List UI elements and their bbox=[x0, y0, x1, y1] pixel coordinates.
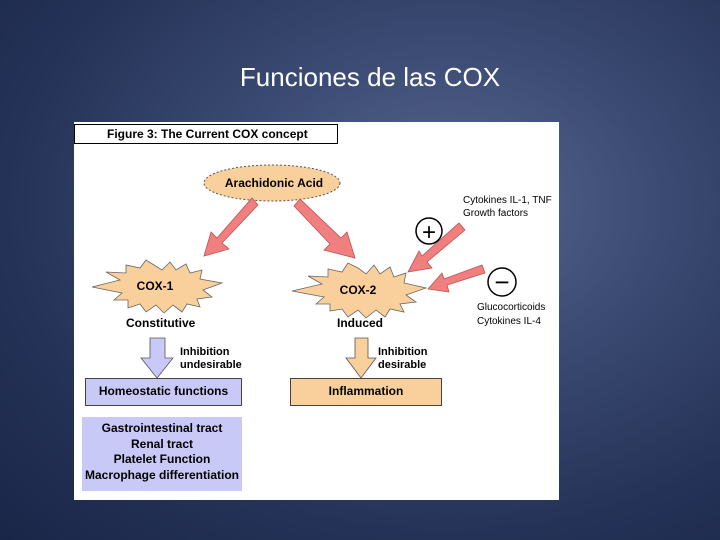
plus-circle bbox=[415, 217, 443, 245]
cox1-node bbox=[91, 259, 224, 314]
list-item: Macrophage differentiation bbox=[84, 467, 239, 482]
cox2-down-arrow bbox=[345, 337, 377, 379]
arrow-suppressors bbox=[427, 264, 486, 293]
minus-sign: − bbox=[494, 267, 509, 297]
arrow-to-cox2 bbox=[293, 198, 356, 259]
cox1-type-label: Constitutive bbox=[126, 316, 196, 330]
homeostatic-list: Gastrointestinal tract Renal tract Plate… bbox=[82, 417, 242, 491]
suppressors-line2: Cytokines IL-4 bbox=[477, 316, 541, 327]
inflammation-box: Inflammation bbox=[290, 378, 442, 406]
suppressors-line1: Glucocorticoids bbox=[477, 302, 546, 313]
list-item: Platelet Function bbox=[113, 452, 211, 466]
cox1-label: COX-1 bbox=[137, 279, 174, 293]
list-item: Gastrointestinal tract bbox=[101, 421, 223, 435]
cox2-node bbox=[291, 262, 428, 319]
minus-circle bbox=[487, 267, 517, 297]
inducers-line1: Cytokines IL-1, TNF bbox=[463, 195, 552, 206]
arachidonic-acid-node bbox=[203, 164, 341, 202]
plus-sign: + bbox=[422, 219, 436, 246]
arachidonic-acid-label: Arachidonic Acid bbox=[225, 176, 323, 190]
cox2-label: COX-2 bbox=[340, 283, 377, 297]
list-item: Renal tract bbox=[130, 436, 194, 451]
cox2-type-label: Induced bbox=[337, 316, 384, 330]
cox1-inhibition-line1: Inhibition bbox=[180, 346, 230, 358]
homeostatic-functions-box: Homeostatic functions bbox=[85, 378, 242, 406]
figure-caption: Figure 3: The Current COX concept bbox=[74, 124, 338, 144]
arrow-inducers bbox=[407, 222, 466, 273]
cox1-down-arrow bbox=[140, 337, 174, 379]
cox1-inhibition-line2: undesirable bbox=[180, 359, 242, 371]
cox2-inhibition-line1: Inhibition bbox=[378, 346, 428, 358]
arrow-to-cox1 bbox=[203, 197, 259, 257]
cox2-inhibition-line2: desirable bbox=[378, 359, 427, 371]
slide-title: Funciones de las COX bbox=[239, 62, 501, 92]
inducers-line2: Growth factors bbox=[463, 208, 529, 219]
